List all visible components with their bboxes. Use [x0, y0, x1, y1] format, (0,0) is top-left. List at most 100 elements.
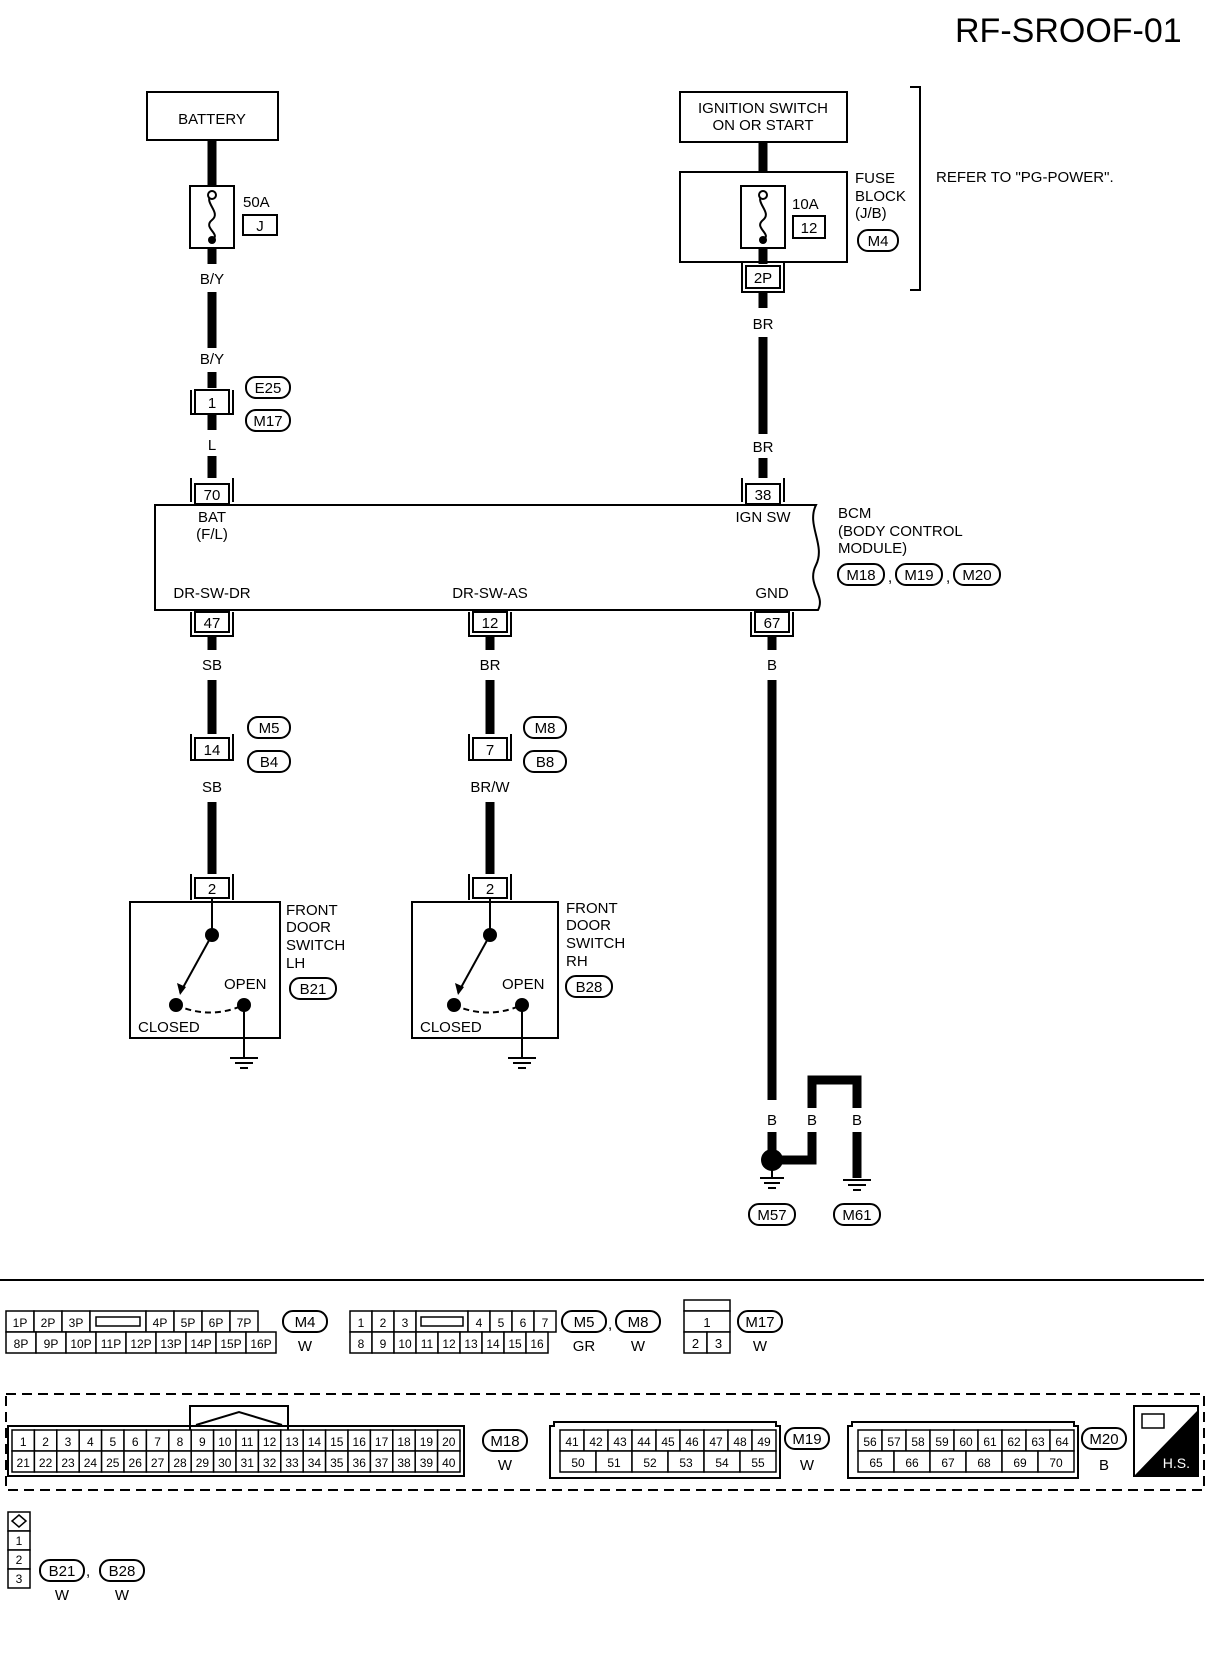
battery-box — [146, 91, 279, 141]
m18-pin: 7 — [154, 1435, 161, 1449]
m17-pin: 2 — [692, 1336, 699, 1351]
m17-pin: 1 — [703, 1315, 710, 1330]
rh-joint-a: M8 — [535, 720, 556, 737]
bcm-pin-gnd: 67 — [764, 615, 781, 632]
b28-name: B28 — [109, 1563, 136, 1580]
bcm-label-drdr: DR-SW-DR — [173, 585, 250, 602]
diagram-title: RF-SROOF-01 — [955, 12, 1182, 50]
ground-wire-label-4: B — [852, 1112, 862, 1129]
ground-m61: M61 — [842, 1207, 871, 1224]
bcm-connector-group — [5, 1393, 1205, 1491]
m18-pin: 24 — [84, 1456, 98, 1470]
m4-pin: 16P — [250, 1337, 271, 1351]
lh-joint-pin: 14 — [204, 742, 221, 759]
m18-pin: 28 — [173, 1456, 187, 1470]
m18-pin: 25 — [106, 1456, 120, 1470]
m19-pin: 41 — [565, 1435, 579, 1449]
ground-m57: M57 — [757, 1207, 786, 1224]
bcm-pin-bat: 70 — [204, 487, 221, 504]
rh-joint-b: B8 — [536, 754, 554, 771]
m18-pin: 9 — [199, 1435, 206, 1449]
m19-pin: 47 — [709, 1435, 723, 1449]
m5-pin: 11 — [421, 1337, 434, 1351]
m18-pin: 11 — [241, 1435, 254, 1449]
m4-pin: 14P — [190, 1337, 211, 1351]
m20-pin: 66 — [905, 1456, 919, 1470]
rh-door-switch — [411, 901, 559, 1039]
m5-color: GR — [573, 1338, 596, 1355]
m5-pin: 9 — [380, 1337, 387, 1351]
ignition-terminal: 2P — [754, 270, 772, 287]
m18-pin: 6 — [132, 1435, 139, 1449]
bcm-name-3: MODULE) — [838, 540, 907, 557]
ignition-fuse-no: 12 — [801, 220, 818, 237]
m18-pin: 20 — [442, 1435, 456, 1449]
m4-pin: 12P — [130, 1337, 151, 1351]
hs-label: H.S. — [1163, 1455, 1190, 1471]
battery-branch: BATTERY 50A J B/Y B/Y 1 E25 M17 L 70 — [146, 91, 291, 505]
m4-pin: 7P — [237, 1316, 252, 1330]
lh-switch-pin: 2 — [208, 881, 216, 898]
m18-pin: 27 — [151, 1456, 165, 1470]
m18-pin: 1 — [20, 1435, 27, 1449]
m4-pin: 2P — [41, 1316, 56, 1330]
rh-name-4: RH — [566, 953, 588, 970]
m20-pin: 59 — [935, 1435, 949, 1449]
rh-wire-top: BR — [480, 657, 501, 674]
m4-pin: 13P — [160, 1337, 181, 1351]
m4-name: M4 — [295, 1314, 316, 1331]
m20-pin: 63 — [1031, 1435, 1045, 1449]
m4-pin: 4P — [153, 1316, 168, 1330]
joint-e25-wire-below: L — [208, 437, 216, 454]
m8-name: M8 — [628, 1314, 649, 1331]
svg-text:,: , — [86, 1563, 90, 1580]
m19-pin: 52 — [643, 1456, 657, 1470]
m4-pin: 1P — [13, 1316, 28, 1330]
m4-pin: 3P — [69, 1316, 84, 1330]
ground-branch: 67 B B B B M57 M61 — [748, 611, 881, 1226]
m20-color: B — [1099, 1457, 1109, 1474]
m19-pin: 50 — [571, 1456, 585, 1470]
lh-open-label: OPEN — [224, 976, 267, 993]
b21-color: W — [55, 1587, 70, 1604]
m18-pin: 26 — [129, 1456, 143, 1470]
bcm-label-bat2: (F/L) — [196, 526, 228, 543]
lh-joint-a: M5 — [259, 720, 280, 737]
m18-pin: 2 — [42, 1435, 49, 1449]
lh-name-4: LH — [286, 955, 305, 972]
refer-bracket — [910, 86, 921, 291]
m19-pin: 44 — [637, 1435, 651, 1449]
hs-icon: H.S. — [1133, 1405, 1199, 1477]
ignition-label-1: IGNITION SWITCH — [698, 100, 828, 117]
m19-pin: 42 — [589, 1435, 603, 1449]
m18-pin: 21 — [17, 1456, 31, 1470]
bcm-pin-dras: 12 — [482, 615, 499, 632]
ignition-label-2: ON OR START — [712, 117, 813, 134]
m17-pin: 3 — [715, 1336, 722, 1351]
bcm-conn-1: M18 — [846, 567, 875, 584]
m20-pin: 70 — [1049, 1456, 1063, 1470]
battery-fuse-rating: 50A — [243, 194, 270, 211]
fuse-block-label-1: FUSE — [855, 170, 895, 187]
m19-pin: 49 — [757, 1435, 771, 1449]
m5-pin: 3 — [402, 1316, 409, 1330]
rh-name-1: FRONT — [566, 900, 618, 917]
bcm-pin-ign: 38 — [755, 487, 772, 504]
lh-name-2: DOOR — [286, 919, 331, 936]
ignition-wire-top: BR — [753, 316, 774, 333]
battery-wire-top: B/Y — [200, 271, 224, 288]
m20-name: M20 — [1089, 1431, 1118, 1448]
m18-pin: 34 — [308, 1456, 322, 1470]
bcm-label-dras: DR-SW-AS — [452, 585, 528, 602]
bcm-label-bat: BAT — [198, 509, 226, 526]
bcm-module: BAT (F/L) IGN SW DR-SW-DR DR-SW-AS GND B… — [154, 504, 1001, 611]
m18-pin: 39 — [420, 1456, 434, 1470]
lh-name-1: FRONT — [286, 902, 338, 919]
rh-switch-pin: 2 — [486, 881, 494, 898]
m18-pin: 5 — [109, 1435, 116, 1449]
m4-pin: 6P — [209, 1316, 224, 1330]
